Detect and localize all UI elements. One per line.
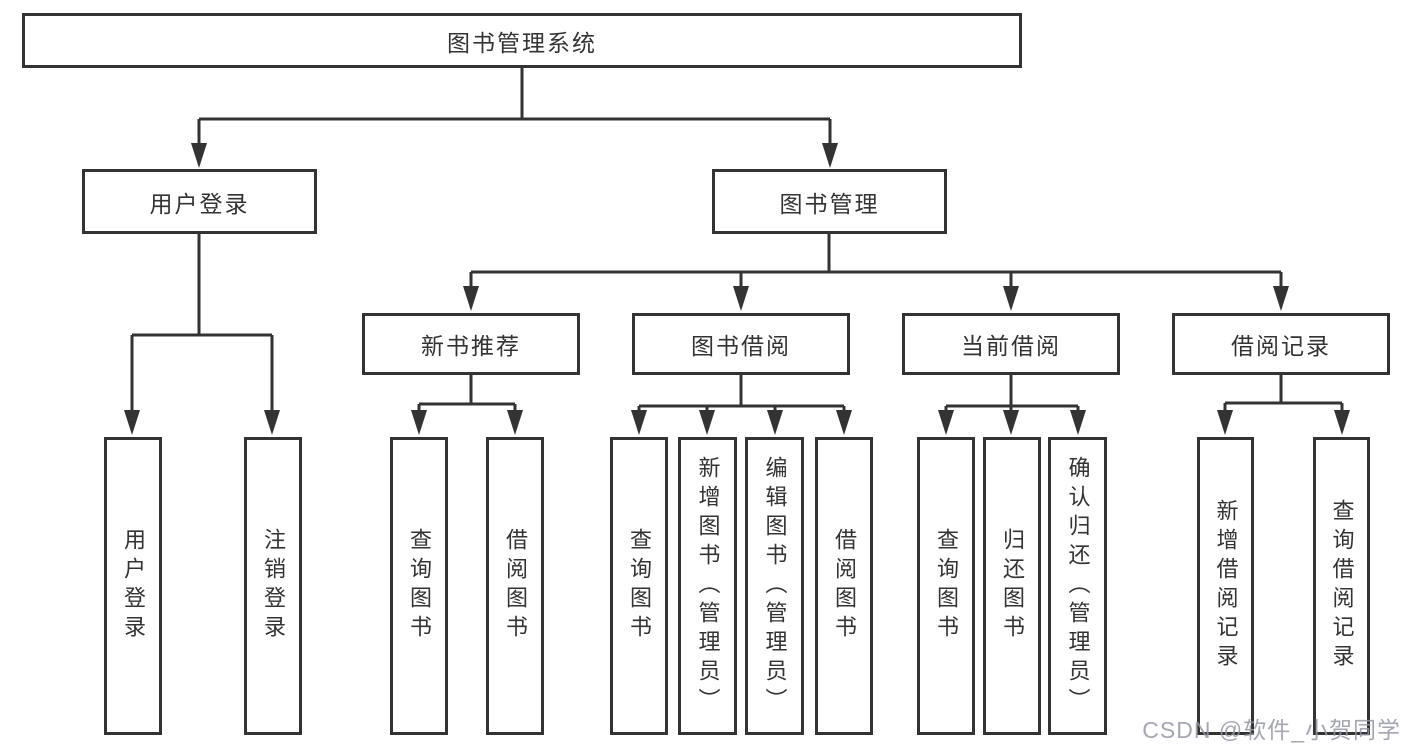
edges-current-borrowing <box>938 375 1086 435</box>
leaf-add-book-admin: 新增图书（管理员） <box>678 437 737 735</box>
node-user-login-label: 用户登录 <box>149 190 250 217</box>
edges-user-login <box>124 234 280 435</box>
edges-book-borrowing <box>631 375 852 435</box>
node-root: 图书管理系统 <box>22 13 1022 68</box>
node-root-label: 图书管理系统 <box>447 29 597 56</box>
node-new-book-recommend: 新书推荐 <box>362 313 580 375</box>
leaf-edit-book-admin-label: 编辑图书（管理员） <box>762 455 788 717</box>
edges-book-management <box>463 234 1289 311</box>
leaf-query-books-recommend-label: 查询图书 <box>407 528 432 644</box>
leaf-borrow-books-recommend: 借阅图书 <box>486 437 544 735</box>
leaf-query-books-borrowing-label: 查询图书 <box>627 528 652 644</box>
node-book-management: 图书管理 <box>712 169 947 234</box>
leaf-borrow-books-borrowing: 借阅图书 <box>815 437 873 735</box>
leaf-borrow-books-borrowing-label: 借阅图书 <box>832 528 857 644</box>
leaf-borrow-books-recommend-label: 借阅图书 <box>503 528 528 644</box>
node-user-login: 用户登录 <box>82 169 317 234</box>
leaf-add-book-admin-label: 新增图书（管理员） <box>695 455 721 717</box>
edges-new-book-recommend <box>411 375 523 435</box>
leaf-query-borrow-record: 查询借阅记录 <box>1313 437 1370 735</box>
leaf-user-login-label: 用户登录 <box>121 528 146 644</box>
node-current-borrowing: 当前借阅 <box>902 313 1120 375</box>
leaf-logout-label: 注销登录 <box>261 528 286 644</box>
node-borrowing-records-label: 借阅记录 <box>1231 333 1331 359</box>
node-current-borrowing-label: 当前借阅 <box>961 333 1061 359</box>
node-book-borrowing: 图书借阅 <box>632 313 850 375</box>
leaf-query-borrow-record-label: 查询借阅记录 <box>1329 499 1355 673</box>
leaf-add-borrow-record: 新增借阅记录 <box>1197 437 1254 735</box>
leaf-confirm-return-admin-label: 确认归还（管理员） <box>1065 455 1091 717</box>
leaf-query-books-borrowing: 查询图书 <box>610 437 668 735</box>
node-new-book-recommend-label: 新书推荐 <box>421 333 521 359</box>
leaf-add-borrow-record-label: 新增借阅记录 <box>1213 499 1239 673</box>
leaf-query-books-current-label: 查询图书 <box>934 528 959 644</box>
leaf-user-login: 用户登录 <box>104 437 162 735</box>
leaf-edit-book-admin: 编辑图书（管理员） <box>745 437 804 735</box>
watermark: CSDN @软件_小贺同学 <box>1142 717 1401 743</box>
node-book-management-label: 图书管理 <box>779 190 880 217</box>
node-borrowing-records: 借阅记录 <box>1172 313 1390 375</box>
leaf-query-books-recommend: 查询图书 <box>390 437 448 735</box>
leaf-confirm-return-admin: 确认归还（管理员） <box>1048 437 1107 735</box>
edges-borrowing-records <box>1217 375 1350 435</box>
leaf-query-books-current: 查询图书 <box>917 437 975 735</box>
leaf-logout: 注销登录 <box>244 437 302 735</box>
leaf-return-books-label: 归还图书 <box>1000 528 1025 644</box>
edges-root <box>191 68 838 168</box>
leaf-return-books: 归还图书 <box>983 437 1041 735</box>
node-book-borrowing-label: 图书借阅 <box>691 333 791 359</box>
